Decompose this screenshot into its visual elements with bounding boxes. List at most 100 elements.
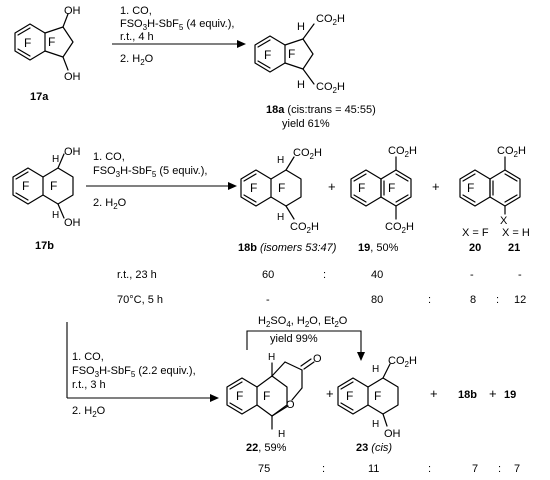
- condition-text: 1. CO,: [120, 5, 152, 17]
- hydrogen-label: H: [372, 419, 379, 430]
- condition-text: 1. CO,: [72, 351, 104, 363]
- carboxyl-label: CO2H: [385, 221, 414, 235]
- hydrogen-label: H: [52, 154, 59, 165]
- yield-text: yield 61%: [282, 118, 330, 130]
- separator-cell: :: [496, 294, 499, 306]
- compound-label-17b: 17b: [35, 240, 54, 252]
- fluorine-label: F: [264, 48, 271, 62]
- separator-cell: :: [322, 463, 325, 475]
- condition-cell: 70°C, 5 h: [117, 294, 163, 306]
- separator-cell: :: [498, 463, 501, 475]
- hydroxyl-label: OH: [64, 217, 81, 229]
- compound-label-18b: 18b (isomers 53:47): [238, 242, 337, 254]
- hydrogen-label: H: [278, 429, 285, 440]
- fluorine-label: F: [236, 389, 243, 403]
- table-row: r.t., 23 h 60 : 40 - -: [117, 269, 522, 281]
- plus-sign: +: [489, 386, 497, 401]
- compound-label-18b: 18b: [458, 389, 477, 401]
- value-cell: 12: [514, 294, 526, 306]
- separator-cell: :: [428, 463, 431, 475]
- value-cell: 8: [470, 294, 476, 306]
- ratio-table: r.t., 23 h 60 : 40 - - 70°C, 5 h - 80 : …: [117, 269, 526, 306]
- carboxyl-label: CO2H: [293, 147, 322, 161]
- fluorine-label: F: [24, 36, 31, 50]
- compound-label-20: 20: [469, 242, 481, 254]
- hydrogen-label: H: [52, 210, 59, 221]
- hydrogen-label: H: [277, 212, 284, 223]
- plus-sign: +: [430, 386, 438, 401]
- arrow-scheme1: 1. CO, FSO3H-SbF5 (4 equiv.), r.t., 4 h …: [112, 5, 246, 67]
- compound-label-17a: 17a: [30, 91, 49, 103]
- condition-text: r.t., 3 h: [72, 379, 106, 391]
- hydrogen-label: H: [372, 364, 379, 375]
- value-cell: 7: [514, 463, 520, 475]
- carboxyl-label: CO2H: [290, 221, 319, 235]
- carboxyl-label: CO2H: [316, 81, 345, 95]
- value-cell: 7: [472, 463, 478, 475]
- substituent-x-label: X: [500, 215, 508, 227]
- carboxyl-label: CO2H: [316, 13, 345, 27]
- value-cell: -: [266, 294, 270, 306]
- x-equals-f-label: X = F: [462, 227, 489, 239]
- condition-text: 2. H2O: [120, 53, 154, 67]
- condition-text: r.t., 4 h: [120, 31, 154, 43]
- oxygen-label: O: [313, 353, 322, 365]
- compound-18a: H H CO2H CO2H F F 18a (cis:trans = 45:55…: [254, 13, 376, 130]
- carboxyl-label: CO2H: [388, 145, 417, 159]
- compound-label-23: 23 (cis): [356, 442, 392, 454]
- fluorine-label: F: [346, 389, 353, 403]
- plus-sign: +: [326, 386, 334, 401]
- fluorine-label: F: [288, 47, 295, 61]
- condition-text: 2. H2O: [72, 405, 106, 419]
- hydrogen-label: H: [297, 79, 305, 91]
- compound-23: H H CO2H OH F F 23 (cis): [337, 355, 417, 454]
- x-equals-h-label: X = H: [502, 227, 530, 239]
- condition-text: H2SO4, H2O, Et2O: [258, 315, 348, 329]
- separator-cell: :: [323, 269, 326, 281]
- table-row: 70°C, 5 h - 80 : 8 : 12: [117, 294, 526, 306]
- hydroxyl-label: OH: [64, 146, 81, 158]
- fluorine-label: F: [263, 389, 270, 403]
- arrow-scheme3: 1. CO, FSO3H-SbF5 (2.2 equiv.), r.t., 3 …: [66, 322, 219, 419]
- value-cell: -: [470, 269, 474, 281]
- condition-cell: r.t., 23 h: [117, 269, 157, 281]
- compound-label-21: 21: [508, 242, 520, 254]
- fluorine-label: F: [48, 35, 55, 49]
- hydrogen-label: H: [268, 352, 275, 363]
- compound-label-22: 22, 59%: [246, 442, 287, 454]
- separator-cell: :: [428, 294, 431, 306]
- value-cell: 11: [368, 463, 379, 475]
- plus-sign: +: [432, 179, 440, 194]
- fluorine-label: F: [250, 181, 257, 195]
- condition-text: 1. CO,: [93, 151, 125, 163]
- compound-label-19: 19, 50%: [358, 242, 399, 254]
- hydrogen-label: H: [277, 155, 284, 166]
- plus-sign: +: [328, 179, 336, 194]
- condition-text: FSO3H-SbF5 (4 equiv.),: [120, 18, 234, 32]
- yield-text: yield 99%: [270, 333, 318, 345]
- compound-label-18a: 18a (cis:trans = 45:55): [266, 104, 376, 116]
- hydroxyl-label: OH: [64, 5, 81, 17]
- hydrolysis-arrow: H2SO4, H2O, Et2O yield 99%: [246, 315, 365, 361]
- value-cell: 75: [258, 463, 270, 475]
- arrow-scheme2: 1. CO, FSO3H-SbF5 (5 equiv.), 2. H2O: [86, 151, 237, 211]
- compound-20-21: CO2H X F X = F X = H 20 21: [459, 145, 530, 254]
- compound-19: CO2H CO2H F F 19, 50%: [350, 145, 417, 254]
- value-cell: 40: [371, 269, 383, 281]
- compound-17b: H H OH OH F F 17b: [12, 146, 81, 252]
- compound-label-19: 19: [504, 389, 516, 401]
- condition-text: FSO3H-SbF5 (5 equiv.),: [93, 165, 207, 179]
- fluorine-label: F: [278, 181, 285, 195]
- fluorine-label: F: [388, 181, 395, 195]
- ratio-row-scheme3: 75 : 11 : 7 : 7: [258, 463, 520, 475]
- compound-18b: H H CO2H CO2H F F 18b (isomers 53:47): [238, 147, 337, 254]
- fluorine-label: F: [50, 179, 57, 193]
- fluorine-label: F: [374, 389, 381, 403]
- carboxyl-label: CO2H: [497, 145, 526, 159]
- condition-text: 2. H2O: [93, 197, 127, 211]
- value-cell: 80: [371, 294, 383, 306]
- hydroxyl-label: OH: [64, 71, 81, 83]
- condition-text: FSO3H-SbF5 (2.2 equiv.),: [72, 365, 196, 379]
- carboxyl-label: CO2H: [388, 355, 417, 369]
